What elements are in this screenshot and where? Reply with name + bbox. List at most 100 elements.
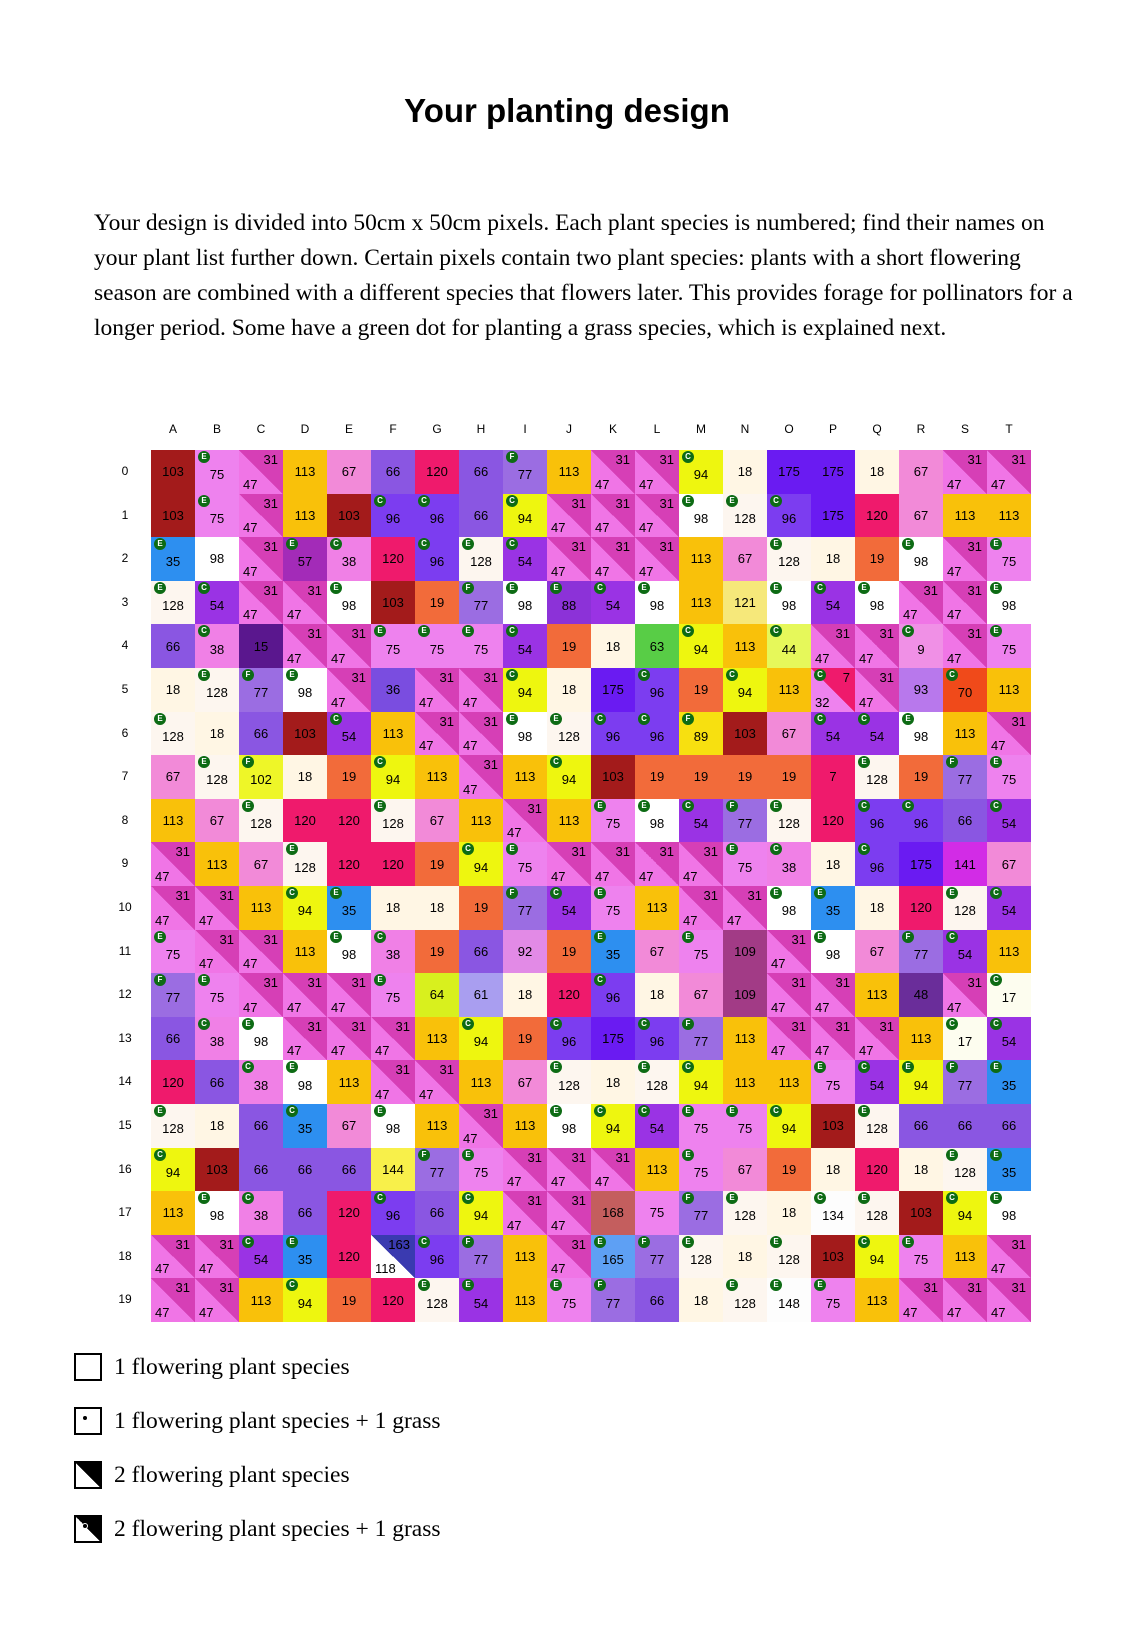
species-number: 120 [338,856,360,872]
species-number: 93 [913,682,929,698]
species-number: 18 [209,725,225,741]
species-number: 47 [419,1086,434,1102]
species-number: 128 [778,816,800,832]
species-number: 98 [781,903,797,919]
legend-item: 2 flowering plant species [74,1448,441,1502]
species-number: 96 [561,1034,577,1050]
row-label: 16 [118,1161,132,1176]
species-number: 128 [294,859,316,875]
species-number: 75 [825,1295,841,1311]
grid-cell: 113 [503,755,547,799]
grass-dot-icon: E [726,1192,738,1205]
grid-cell: 113 [283,493,327,538]
column-label: I [523,422,527,436]
species-number: 9 [917,641,925,657]
species-number: 31 [175,1236,190,1252]
grid-cell: 19 [327,1278,371,1322]
species-number: 19 [517,1031,533,1047]
grass-dot-icon: F [682,1192,694,1205]
grass-dot-icon: C [198,1017,210,1030]
grid-cell: 113 [459,1060,503,1104]
species-number: 98 [649,816,665,832]
species-number: 31 [835,626,850,642]
column-label: L [653,422,661,436]
grid-cell: 67 [855,929,899,974]
grass-dot-icon: C [198,581,210,594]
grass-dot-icon: E [330,886,342,899]
species-number: 113 [514,1292,536,1308]
species-number: 47 [551,563,566,579]
species-number: 88 [561,598,577,614]
grass-dot-icon: E [198,451,210,463]
grass-dot-icon: C [506,538,518,551]
grid-cell: 113 [503,1278,547,1322]
species-number: 75 [561,1295,577,1311]
grid-cell: 113 [415,755,459,799]
grid-cell: 18 [503,973,547,1017]
species-number: 19 [693,682,709,698]
species-number: 47 [815,1043,830,1059]
species-number: 66 [165,1031,181,1047]
species-number: 141 [954,856,976,872]
species-number: 31 [615,844,630,860]
species-number: 113 [294,464,316,480]
species-number: 19 [473,900,489,916]
grass-dot-icon: E [902,1235,914,1248]
species-number: 47 [155,912,170,928]
species-number: 31 [967,582,982,598]
species-number: 67 [693,987,709,1003]
grass-dot-icon: C [990,799,1002,812]
grid-cell: 113 [723,1060,767,1104]
grass-dot-icon: C [330,538,342,551]
species-number: 94 [781,1121,797,1137]
grass-dot-icon: C [814,712,826,725]
grass-dot-icon: F [594,1279,606,1292]
species-number: 109 [734,987,756,1003]
species-number: 54 [473,1295,489,1311]
species-number: 120 [294,813,316,829]
grass-dot-icon: C [462,1017,474,1030]
species-number: 144 [382,1161,404,1177]
species-number: 75 [693,1164,709,1180]
grid-cell: 19 [327,755,371,799]
species-number: 47 [683,912,698,928]
grid-cell: 18 [723,450,767,494]
grass-dot-icon: E [594,930,606,943]
grid-cell: 19 [679,667,723,712]
grass-dot-icon: E [418,625,430,638]
grid-cell: 141 [943,842,987,886]
species-number: 66 [1001,1118,1017,1134]
empty-square-icon [74,1353,102,1381]
grass-dot-icon: C [858,712,870,725]
species-number: 175 [822,507,844,523]
species-number: 31 [263,975,278,991]
species-number: 19 [341,769,357,785]
grass-dot-icon: E [374,1104,386,1117]
species-number: 18 [649,987,665,1003]
species-number: 18 [913,1161,929,1177]
species-number: 96 [649,1034,665,1050]
species-number: 113 [646,1161,668,1177]
species-number: 54 [341,728,357,744]
species-number: 120 [866,1161,888,1177]
